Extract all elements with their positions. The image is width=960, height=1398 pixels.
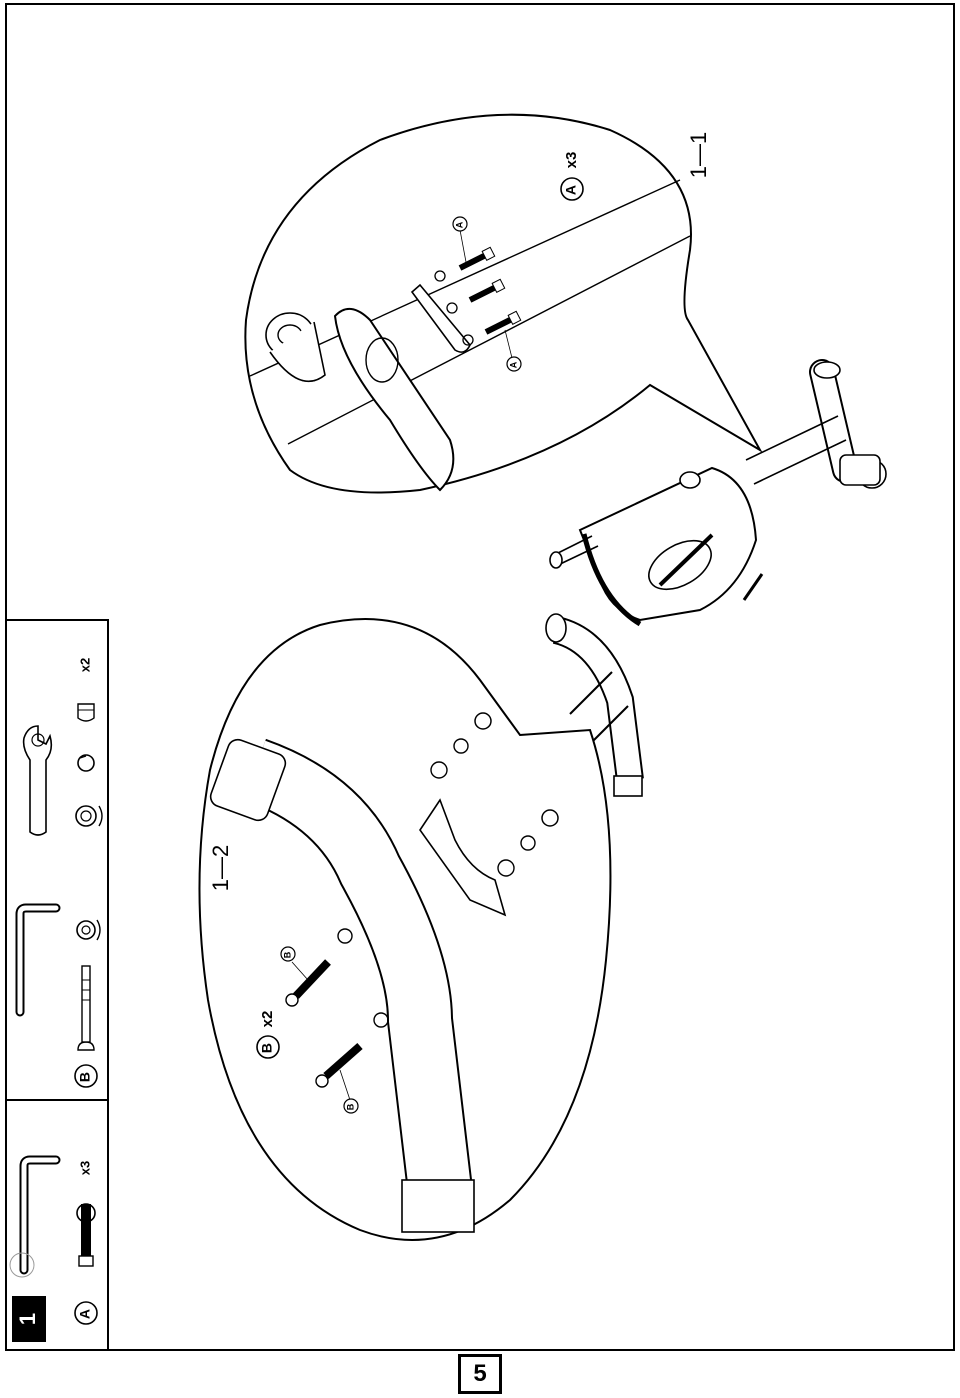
- part-a-circle: [74, 1301, 98, 1325]
- washer-a-icon: [76, 1203, 96, 1223]
- bolt-a-upper-1: [434, 246, 496, 282]
- part-a-qty: x3: [77, 1161, 92, 1175]
- bolt-a-upper-3: [462, 310, 522, 346]
- part-b-letter: B: [77, 1072, 93, 1082]
- callout-upper-label: 1—1: [686, 132, 711, 178]
- bolt-b-lower-1: [285, 928, 353, 1007]
- mount-bracket: [333, 308, 455, 492]
- parts-legend: 1 A x3 B: [5, 619, 109, 1351]
- bolt-b-lower-2: [315, 1012, 389, 1088]
- step-number: 1: [15, 1313, 40, 1325]
- part-a-letter: A: [77, 1309, 93, 1319]
- callout-upper: A A A x3: [244, 113, 763, 494]
- lower-part-circle: [256, 1035, 280, 1059]
- page-number: 5: [458, 1354, 502, 1394]
- bolt-a-icon: [78, 1204, 94, 1267]
- lower-part-letter: B: [259, 1043, 275, 1053]
- nut-qty: x2: [77, 658, 92, 672]
- step-number-box: [12, 1296, 46, 1342]
- bolt-b-icon: [77, 965, 95, 1051]
- spring-washer-icon: [77, 754, 95, 772]
- upper-part-circle: [560, 177, 584, 201]
- upper-part-letter: A: [563, 185, 579, 195]
- allen-key-a-icon: [19, 1155, 61, 1275]
- lower-marker-2: B: [345, 1103, 355, 1110]
- seat-post-tube: [265, 312, 326, 383]
- upper-marker-1: A: [454, 221, 464, 228]
- nuts-lower: [430, 712, 559, 877]
- wrench-icon: [22, 725, 53, 836]
- part-b-circle: [74, 1064, 98, 1088]
- washer-b2-icon: [75, 805, 103, 827]
- washer-b-icon: [76, 919, 101, 941]
- cap-nut-icon: [77, 703, 95, 722]
- lower-marker-1: B: [282, 951, 292, 958]
- lower-part-qty: x2: [259, 1011, 276, 1028]
- upper-part-qty: x3: [563, 152, 580, 169]
- callout-lower-label: 1—2: [208, 845, 233, 891]
- callout-lower: B B B x2: [198, 618, 612, 1241]
- upper-marker-2: A: [508, 361, 518, 368]
- allen-key-b-icon: [15, 903, 61, 1017]
- handlebar-grip: [401, 1179, 475, 1233]
- bolt-a-upper-2: [446, 278, 506, 314]
- bike-frame: [545, 359, 887, 797]
